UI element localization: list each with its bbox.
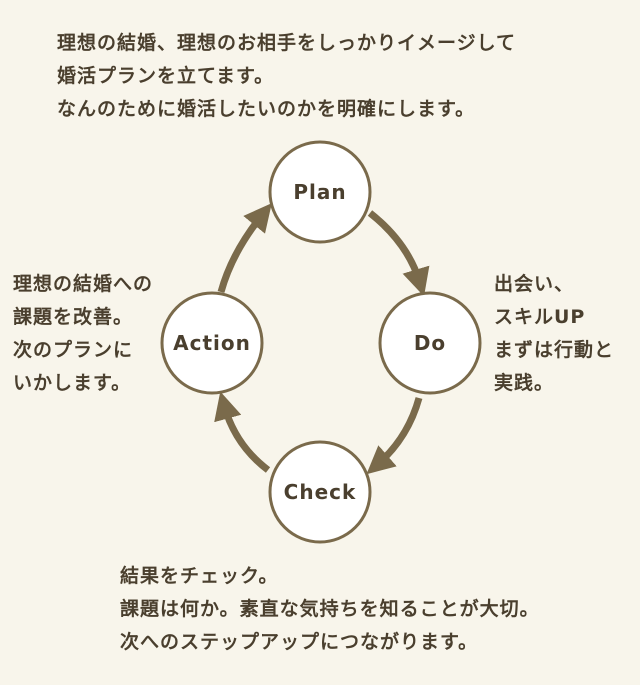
action-description-line: 次のプランに bbox=[13, 339, 134, 361]
action-description-line: 理想の結婚への bbox=[13, 273, 154, 295]
check-description-line: 課題は何か。素直な気持ちを知ることが大切。 bbox=[120, 598, 540, 620]
check-node: Check bbox=[268, 440, 372, 544]
action-node: Action bbox=[160, 291, 264, 395]
plan-description-line: 理想の結婚、理想のお相手をしっかりイメージして bbox=[57, 32, 517, 54]
check-description: 結果をチェック。 課題は何か。素直な気持ちを知ることが大切。 次へのステップアッ… bbox=[120, 560, 540, 659]
check-description-line: 次へのステップアップにつながります。 bbox=[120, 631, 479, 653]
do-node: Do bbox=[378, 291, 482, 395]
plan-label: Plan bbox=[293, 180, 346, 204]
do-description-line: 実践。 bbox=[494, 372, 555, 394]
plan-description-line: なんのために婚活したいのかを明確にします。 bbox=[57, 98, 476, 120]
action-description: 理想の結婚への 課題を改善。 次のプランに いかします。 bbox=[13, 268, 153, 400]
arrow-check-to-action bbox=[214, 391, 271, 473]
plan-node: Plan bbox=[268, 140, 372, 244]
arrow-plan-to-do bbox=[367, 210, 430, 297]
do-label: Do bbox=[414, 331, 446, 355]
action-label: Action bbox=[173, 331, 251, 355]
do-description-line: スキルUP bbox=[494, 306, 586, 328]
check-description-line: 結果をチェック。 bbox=[120, 565, 279, 587]
plan-description: 理想の結婚、理想のお相手をしっかりイメージして 婚活プランを立てます。 なんのた… bbox=[57, 27, 516, 126]
arrow-action-to-plan bbox=[217, 203, 272, 293]
do-description: 出会い、 スキルUP まずは行動と 実践。 bbox=[494, 268, 614, 400]
plan-description-line: 婚活プランを立てます。 bbox=[57, 65, 275, 87]
do-description-line: まずは行動と bbox=[494, 339, 615, 361]
arrow-do-to-check bbox=[366, 397, 423, 475]
check-label: Check bbox=[284, 480, 357, 504]
action-description-line: いかします。 bbox=[13, 372, 132, 394]
do-description-line: 出会い、 bbox=[494, 273, 575, 295]
action-description-line: 課題を改善。 bbox=[13, 306, 134, 328]
